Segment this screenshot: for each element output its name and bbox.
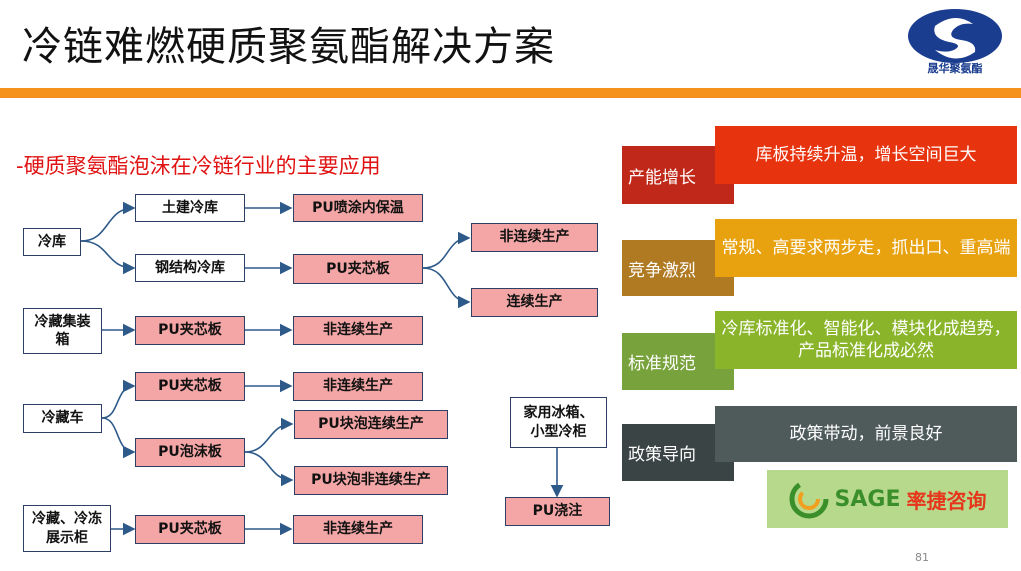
logo-text: 晟华聚氨酯: [927, 62, 983, 75]
node-discontinuous-c: 非连续生产: [293, 372, 423, 401]
sage-swirl-icon: [789, 479, 829, 519]
node-block-foam-discontinuous: PU块泡非连续生产: [294, 466, 448, 495]
node-pu-sandwich-panel-c: PU夹芯板: [135, 372, 245, 401]
node-pu-sandwich-panel-b: PU夹芯板: [135, 316, 245, 345]
brand-name-en: SAGE: [834, 486, 901, 512]
node-discontinuous-a: 非连续生产: [471, 223, 598, 252]
node-refrigerated-truck: 冷藏车: [23, 404, 102, 433]
node-pu-foam-board: PU泡沫板: [135, 438, 245, 467]
sage-brand-logo: SAGE 率捷咨询: [767, 470, 1008, 528]
section-subtitle: -硬质聚氨酯泡沫在冷链行业的主要应用: [16, 154, 381, 178]
node-refrigerated-container: 冷藏集装箱: [23, 308, 102, 354]
brand-name-cn: 率捷咨询: [906, 488, 987, 513]
node-continuous-a: 连续生产: [471, 288, 598, 317]
page-title: 冷链难燃硬质聚氨酯解决方案: [22, 24, 555, 70]
node-pu-spray-insulation: PU喷涂内保温: [293, 194, 423, 222]
node-steel-cold-storage: 钢结构冷库: [135, 254, 245, 282]
company-logo-icon: [908, 9, 1002, 63]
node-household-fridge: 家用冰箱、小型冷柜: [510, 397, 607, 448]
node-cold-storage: 冷库: [23, 228, 81, 256]
page-number: 81: [915, 551, 929, 564]
node-block-foam-continuous: PU块泡连续生产: [294, 410, 448, 439]
trend-text-policy: 政策带动，前景良好: [715, 406, 1017, 462]
trend-text-standards: 冷库标准化、智能化、模块化成趋势，产品标准化成必然: [715, 311, 1017, 369]
node-pu-pouring: PU浇注: [505, 497, 610, 526]
node-display-cabinet: 冷藏、冷冻展示柜: [23, 505, 111, 552]
trend-text-capacity: 库板持续升温，增长空间巨大: [715, 126, 1017, 184]
accent-divider: [0, 88, 1021, 98]
trend-text-competition: 常规、高要求两步走，抓出口、重高端: [715, 219, 1017, 277]
node-discontinuous-d: 非连续生产: [293, 515, 423, 544]
node-pu-sandwich-panel-a: PU夹芯板: [293, 254, 423, 284]
node-civil-cold-storage: 土建冷库: [135, 194, 245, 222]
node-pu-sandwich-panel-d: PU夹芯板: [135, 515, 245, 544]
node-discontinuous-b: 非连续生产: [293, 316, 423, 345]
